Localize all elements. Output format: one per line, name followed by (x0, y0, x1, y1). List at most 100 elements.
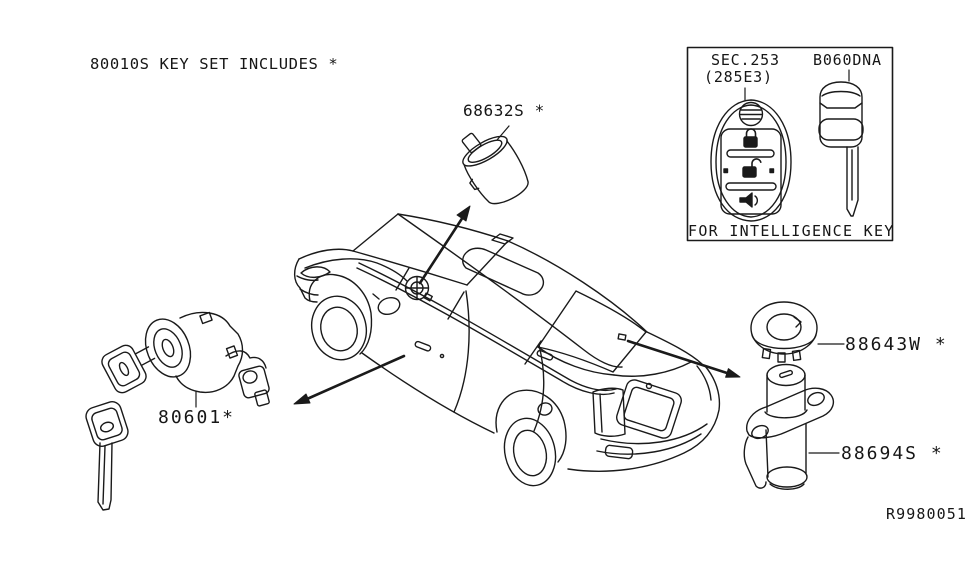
key-blank-bevel (819, 102, 863, 109)
trunk-top-edge (613, 361, 692, 377)
ring-tab-1 (761, 347, 772, 360)
arrow-to-trunk-lock (626, 339, 729, 375)
fuel-door (537, 402, 553, 416)
rear-window (537, 290, 647, 373)
leader-68632s (496, 125, 510, 141)
door-lock-assembly-part (85, 311, 270, 511)
glovebox-lock-notch (469, 178, 480, 191)
flange-side-tab (743, 436, 767, 489)
glovebox-lock-rim (462, 135, 508, 167)
arrow-to-door-lock (305, 354, 406, 401)
rear-bumper-crease (596, 433, 702, 455)
beltline-lower (356, 267, 615, 396)
door-cylinder-face-outer (144, 318, 192, 378)
taillight (592, 387, 626, 437)
ignition-area (423, 292, 433, 302)
bracket-plate (238, 365, 270, 399)
roof-front-edge (397, 213, 509, 242)
unlock-icon-body (742, 166, 757, 178)
side-mirror-stem (372, 293, 380, 300)
glovebox-lock-body (463, 140, 529, 205)
drip-rail (397, 213, 623, 368)
cylinder-keyhole (779, 369, 793, 379)
sunroof (462, 247, 545, 296)
key-blank (818, 81, 864, 217)
cylinder-bottom-lip (769, 483, 805, 490)
inset-sec-ref: SEC.253 (711, 51, 780, 69)
part-label-80601: 80601* (158, 407, 236, 428)
part-label-88643w: 88643W * (845, 334, 948, 355)
ring-outer (750, 301, 818, 355)
cylinder-lower-sides (765, 423, 807, 478)
key-blank-top-arc (821, 90, 861, 97)
front-wheel-arch (308, 273, 373, 355)
front-door-handle (414, 340, 432, 352)
cylinder-bottom-cap (766, 466, 808, 488)
door-keyhole (439, 353, 445, 359)
key-blank-grip-band (818, 118, 864, 141)
taillight-inner-line (599, 393, 603, 433)
vent-window-line (395, 267, 410, 291)
key-2-logo (99, 421, 115, 433)
part-label-68632s: 68632S * (463, 101, 545, 120)
cylinder-top-face (766, 363, 806, 387)
arrow-to-glovebox-lock (418, 215, 465, 285)
intelligence-key-inset (686, 46, 894, 242)
key-1 (101, 344, 156, 394)
lock-icon (745, 128, 757, 138)
rear-door-handle (536, 349, 554, 361)
panic-horn-icon (739, 192, 753, 208)
glovebox-lock-rim-inner (467, 139, 503, 163)
key-fob (710, 99, 792, 222)
flange-hole-lower (751, 424, 769, 440)
key-2-blade (97, 442, 113, 511)
cylinder-flange (746, 387, 835, 439)
key-1-head-inner (107, 351, 141, 387)
inset-caption: FOR INTELLIGENCE KEY (688, 222, 895, 240)
headlight (300, 266, 331, 279)
diagram-title: 80010S KEY SET INCLUDES * (90, 55, 339, 73)
bracket-foot (254, 389, 270, 407)
c-pillar-right (646, 331, 703, 365)
key-1-logo (118, 361, 130, 377)
bracket-hole (242, 370, 258, 384)
part-label-88694s: 88694S * (841, 443, 944, 464)
cowl-line (352, 250, 468, 286)
antenna-fin (491, 233, 514, 245)
flange-hole-upper (807, 391, 825, 407)
key-1-head (101, 344, 147, 394)
front-fascia (293, 258, 318, 303)
door-cylinder-face-mid (153, 328, 183, 368)
fob-outline-outer (710, 99, 792, 222)
ring-notch (793, 316, 802, 328)
unlock-side-dot-right (769, 168, 775, 174)
license-plate-recess (616, 379, 682, 439)
trunk-rear-edge (600, 423, 708, 445)
a-pillar (352, 213, 399, 252)
inset-border (686, 46, 894, 242)
key-blank-head (819, 81, 863, 148)
front-wheel-inner (320, 306, 358, 352)
trunk-lock-cylinder-part (743, 363, 835, 490)
side-mirror (377, 296, 401, 316)
key-2-head-inner (91, 407, 123, 441)
roof-right-edge (507, 240, 648, 333)
trunk-keyhole-tab (617, 333, 627, 341)
front-door-edge (453, 290, 470, 413)
fob-divider-2 (725, 182, 777, 191)
door-cylinder-face-core (161, 338, 175, 358)
fob-top-ring (738, 101, 764, 127)
rocker-line (361, 352, 495, 434)
inset-sec-subref: (285E3) (704, 68, 773, 86)
steering-wheel-spokes (405, 276, 429, 300)
glovebox-lock-part (461, 132, 529, 205)
pointer-arrows (293, 205, 741, 405)
key-2 (85, 401, 129, 511)
beltline-upper (358, 262, 617, 392)
diagram-reference-code: R9980051 (886, 505, 968, 523)
rear-wheel-inner (512, 429, 548, 477)
rear-bumper-bottom (567, 365, 721, 472)
key-2-blade-groove (102, 445, 106, 505)
car-illustration (293, 213, 721, 487)
